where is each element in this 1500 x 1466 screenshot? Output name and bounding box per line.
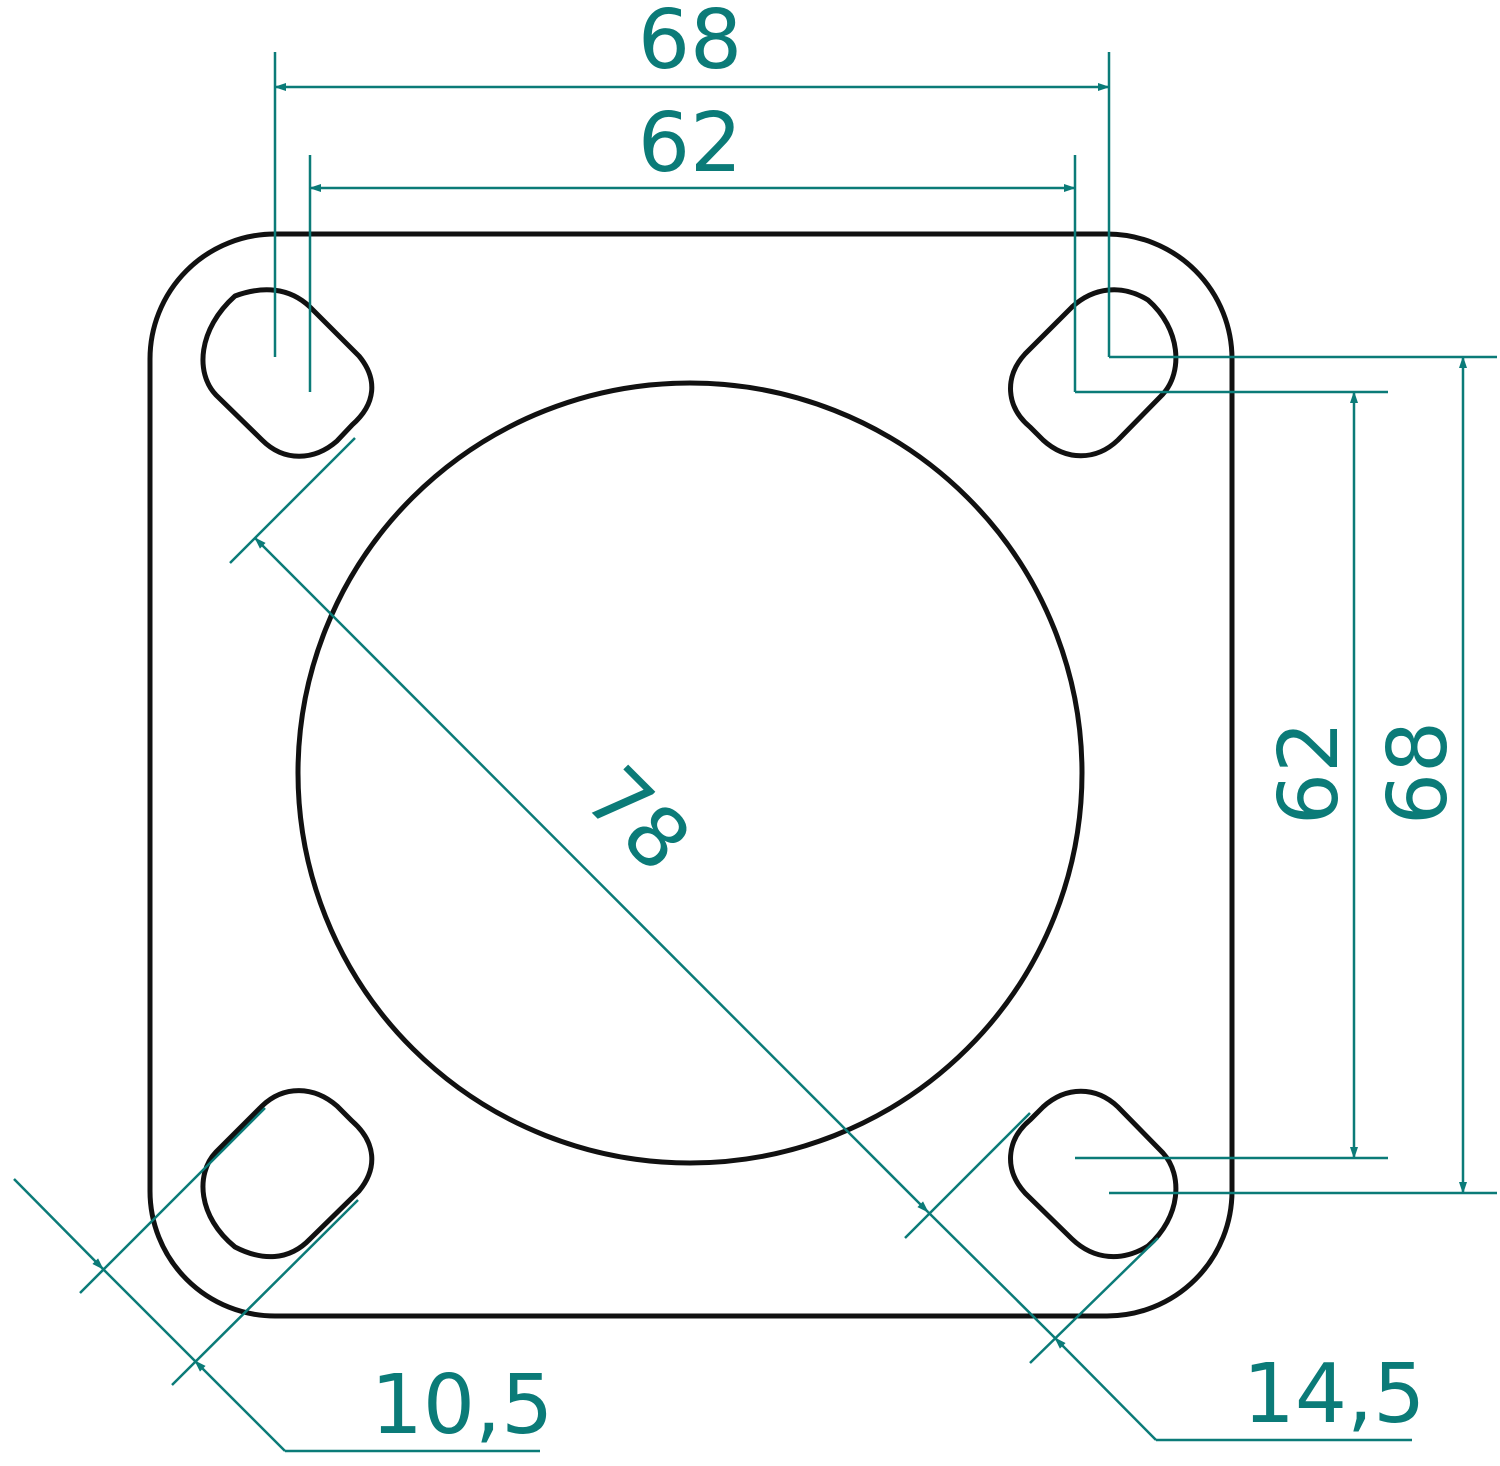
- corner-radius-extension: [1029, 1237, 1159, 1364]
- slot-width-leader-bottom: [194, 1360, 286, 1452]
- part-geometry: [147, 231, 1235, 1319]
- slot-width-extension-left: [79, 1107, 266, 1294]
- right-inner-height-label: 62: [1262, 721, 1357, 825]
- center-diameter-label: 78: [567, 749, 708, 890]
- right-outer-height-label: 68: [1371, 721, 1466, 825]
- diameter-extension-bottom: [904, 1112, 1031, 1239]
- top-inner-width-label: 62: [638, 96, 742, 191]
- slot-width-span: [102, 1268, 196, 1362]
- slot-width-extension-right: [171, 1199, 359, 1386]
- dimension-lines: [13, 52, 1497, 1453]
- slot-top-right: [1008, 287, 1179, 459]
- top-outer-width-label: 68: [638, 0, 742, 88]
- slot-bottom-left: [200, 1088, 375, 1260]
- gasket-outer-outline: [147, 231, 1235, 1319]
- center-bore: [295, 380, 1085, 1166]
- corner-radius-leader: [1054, 1337, 1157, 1441]
- corner-radius-span: [927, 1211, 1056, 1339]
- dimension-labels: 68 62 62 68 78 10,5 14,5: [371, 0, 1466, 1453]
- diameter-dimension-line: [254, 537, 929, 1213]
- diameter-extension-top: [229, 437, 356, 564]
- corner-radius-label: 14,5: [1243, 1347, 1426, 1442]
- slot-top-left: [200, 287, 375, 459]
- slot-width-label: 10,5: [371, 1358, 554, 1453]
- slot-bottom-right: [1008, 1088, 1179, 1259]
- slot-width-leader-top: [13, 1178, 104, 1270]
